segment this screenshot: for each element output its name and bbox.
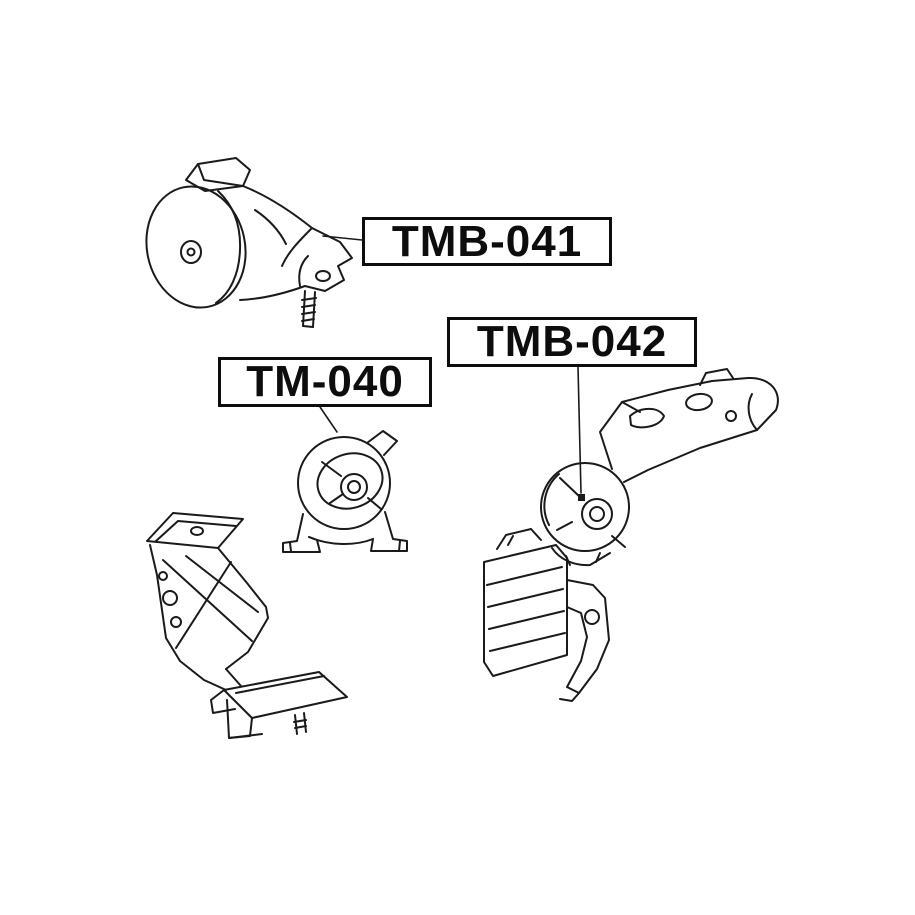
- bracket-block-top-tab: [496, 528, 542, 550]
- part-label-tmb-041: TMB-041: [362, 217, 612, 266]
- bracket-arm-end-curve: [747, 393, 758, 431]
- bracket-arm-hole-oval: [685, 392, 713, 412]
- leader-line-tmb-042: [577, 366, 582, 494]
- bracket-hole-2: [170, 616, 182, 628]
- leader-lines: [319, 235, 582, 494]
- mount-hub: [180, 240, 202, 264]
- bracket-cross-ribs: [162, 555, 259, 649]
- bracket-block-top-tab-edge: [507, 535, 514, 546]
- stud-bolt-threads: [301, 297, 317, 322]
- mount-hub-center: [186, 247, 196, 257]
- mount-top-tab: [366, 430, 398, 456]
- bracket-drawing-lower-left: [146, 512, 348, 739]
- bracket-base-foot-edge: [228, 733, 263, 739]
- bracket-drawing-lower-right: [483, 528, 610, 702]
- leader-line-tm-040: [319, 406, 338, 433]
- mount-spokes: [321, 461, 382, 510]
- bracket-top-plate-edge: [155, 520, 237, 542]
- stud-bolt-tip: [302, 325, 314, 328]
- bracket-arm-hook: [559, 692, 580, 702]
- bracket-right-edge: [217, 547, 269, 670]
- bracket-arm-outline: [599, 376, 779, 483]
- bracket-block-outline: [483, 544, 568, 677]
- mount-right-foot: [370, 511, 408, 552]
- bracket-arm-hole-small: [725, 410, 737, 422]
- bracket-arm-hole: [584, 609, 600, 625]
- mount-bracket-rib-3: [254, 209, 287, 245]
- bracket-base-plate-edge: [235, 675, 325, 694]
- bracket-left-edge: [149, 544, 181, 662]
- mount-drawing-tmb-042: [540, 368, 779, 567]
- bracket-lower-web: [179, 660, 242, 691]
- leader-target-marker: [578, 494, 585, 501]
- mount-top-tab-edge: [197, 163, 244, 187]
- bracket-top-plate: [146, 512, 244, 549]
- bracket-arm-top-tab: [699, 368, 734, 386]
- bracket-side-flange: [210, 689, 236, 714]
- bracket-base-plate: [223, 671, 348, 719]
- mount-drum: [145, 185, 247, 309]
- mount-bracket-body: [239, 185, 353, 301]
- mount-drawing-tm-040: [282, 430, 408, 553]
- bracket-hole-1: [162, 590, 178, 606]
- bracket-hole-3: [158, 571, 168, 581]
- bracket-block-ribs: [486, 566, 566, 652]
- mount-bottom-link: [551, 547, 611, 567]
- mount-hub-center: [347, 480, 361, 494]
- mount-bracket-rib-2: [298, 255, 309, 287]
- mount-hub: [581, 498, 613, 530]
- mount-hub-center: [589, 506, 605, 522]
- mount-inner-arc: [543, 473, 560, 526]
- mount-spokes: [556, 477, 626, 548]
- bracket-plate-hole: [190, 526, 204, 536]
- part-label-tmb-042: TMB-042: [447, 317, 697, 367]
- stud-bolt-shank: [302, 290, 316, 328]
- mount-drum-wall: [215, 190, 242, 304]
- part-label-tm-040: TM-040: [218, 357, 432, 407]
- mount-base-line: [308, 536, 374, 546]
- mount-foot-details: [289, 540, 401, 552]
- mount-bolt-hole: [315, 270, 331, 282]
- bracket-side-arm: [566, 579, 610, 694]
- mount-outer-ring: [540, 462, 630, 552]
- mount-outer-ring: [297, 436, 391, 530]
- mount-inner-ring: [316, 452, 384, 510]
- bracket-base-bolt: [293, 712, 307, 735]
- mount-left-foot: [282, 513, 321, 553]
- bracket-arm-inner-edge: [621, 401, 641, 413]
- bracket-arm-hole-large: [629, 407, 665, 429]
- mount-drawing-tmb-041: [145, 157, 353, 328]
- mount-bracket-rib-1: [281, 227, 313, 267]
- mount-hub: [340, 473, 368, 501]
- leader-line-tmb-041: [322, 235, 363, 241]
